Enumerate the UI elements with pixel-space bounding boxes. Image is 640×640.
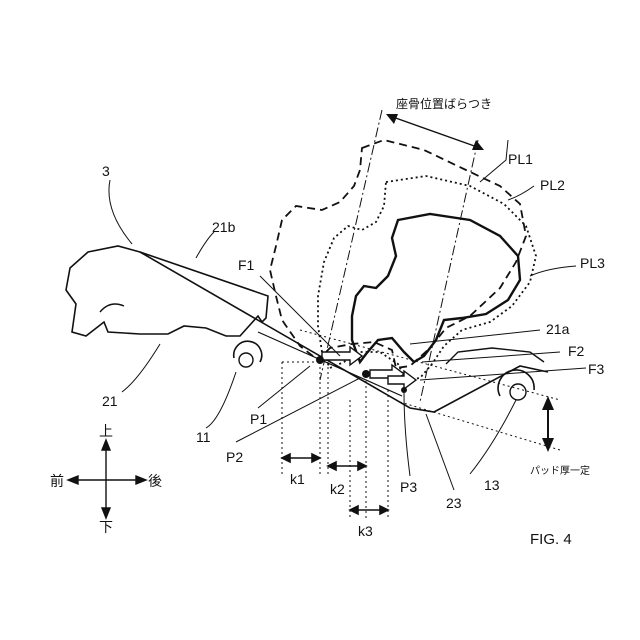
label-part21: 21 <box>102 393 118 409</box>
label-front: 前 <box>50 473 64 489</box>
dimension-k1 <box>282 454 320 462</box>
variation-arrowhead-left <box>386 114 398 124</box>
dimension-k2 <box>328 462 366 470</box>
label-p1: P1 <box>250 411 267 427</box>
center-line-2 <box>420 140 478 402</box>
dimension-k3 <box>350 506 388 514</box>
label-f3: F3 <box>588 361 605 377</box>
label-back: 後 <box>148 473 162 489</box>
variation-arrow <box>390 116 480 148</box>
label-k3: k3 <box>358 523 373 539</box>
frame-slot <box>100 304 124 312</box>
label-pl2: PL2 <box>540 177 565 193</box>
label-part21a: 21a <box>546 321 570 337</box>
pin-13 <box>510 384 526 400</box>
label-p3: P3 <box>400 479 417 495</box>
pad-bottom-dotted <box>400 402 560 450</box>
pl1-outline <box>270 140 526 368</box>
rear-bracket <box>446 348 544 364</box>
label-part21b: 21b <box>212 219 236 235</box>
label-pad-thickness: パッド厚一定 <box>530 464 590 477</box>
label-part23: 23 <box>446 495 462 511</box>
label-k1: k1 <box>290 471 305 487</box>
label-pl1: PL1 <box>508 151 533 167</box>
hinge-11 <box>234 341 262 362</box>
label-sitbone-variation: 座骨位置ばらつき <box>396 96 492 111</box>
label-part3: 3 <box>102 163 110 179</box>
label-part11: 11 <box>196 429 211 445</box>
label-p2: P2 <box>226 449 243 465</box>
label-up: 上 <box>99 423 113 439</box>
pad-top-dotted <box>300 330 560 400</box>
label-part13: 13 <box>484 477 500 493</box>
label-pl3: PL3 <box>580 255 605 271</box>
pl3-outline <box>352 214 520 362</box>
label-k2: k2 <box>330 481 345 497</box>
pad-lower-surface <box>258 332 402 396</box>
label-f1: F1 <box>238 257 255 273</box>
label-f2: F2 <box>568 343 585 359</box>
label-fig: FIG. 4 <box>530 531 572 548</box>
label-down: 下 <box>99 519 113 535</box>
pin-11 <box>239 353 253 367</box>
direction-indicator <box>68 440 146 518</box>
